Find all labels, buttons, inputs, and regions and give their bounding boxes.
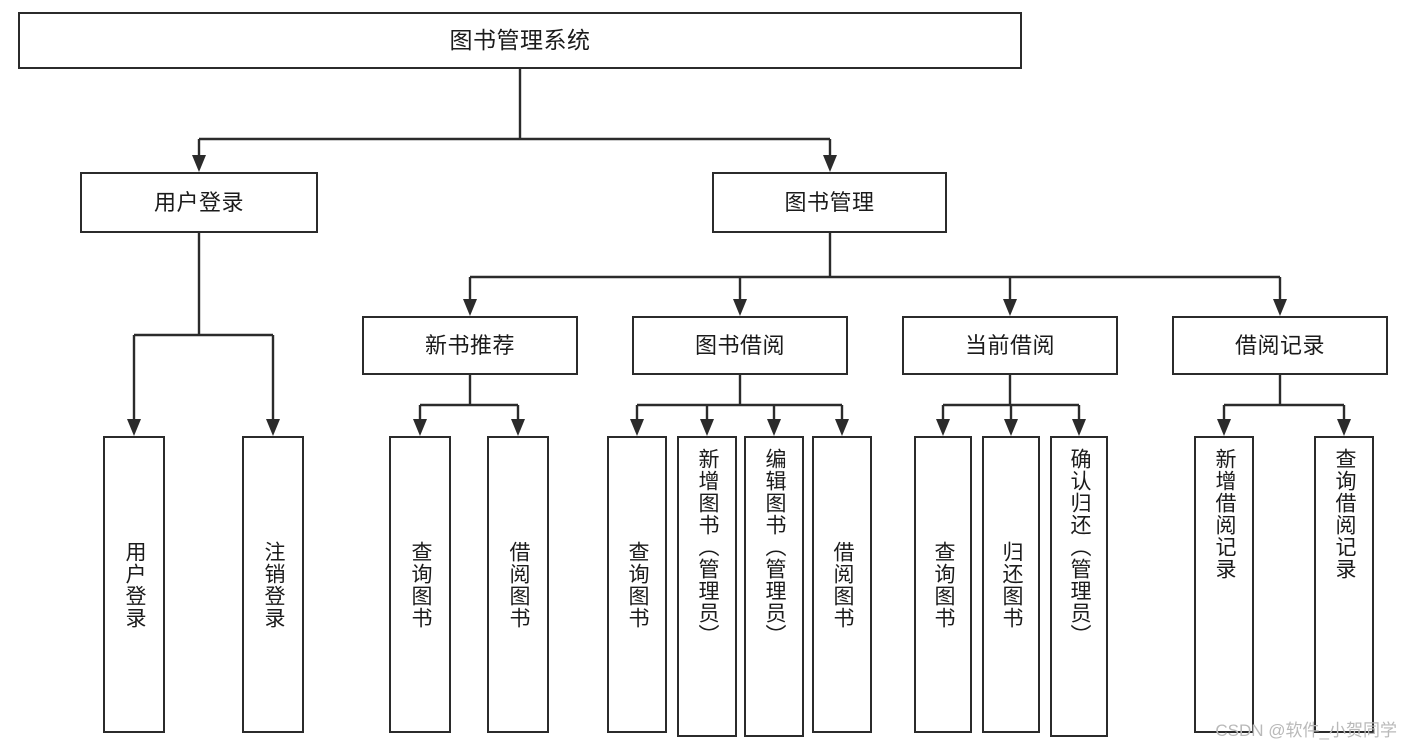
- level3-node-3[interactable]: 借阅记录: [1172, 316, 1388, 375]
- arrow-head-3: [266, 419, 280, 436]
- leaf-node-label: 用户登录: [123, 540, 147, 629]
- leaf-node-7[interactable]: 借阅图书: [812, 436, 872, 733]
- leaf-node-label: 借阅图书: [507, 540, 531, 629]
- arrow-head-12: [767, 419, 781, 436]
- leaf-node-label: 编辑图书（管理员）: [763, 448, 787, 646]
- leaf-node-label: 查询图书: [626, 540, 650, 629]
- arrow-head-14: [936, 419, 950, 436]
- leaf-node-label: 查询借阅记录: [1333, 448, 1357, 580]
- leaf-node-6[interactable]: 编辑图书（管理员）: [744, 436, 804, 737]
- level2-node-label: 图书管理: [784, 189, 875, 215]
- level3-node-label: 借阅记录: [1234, 332, 1325, 358]
- root-node-0[interactable]: 图书管理系统: [18, 12, 1022, 69]
- arrow-head-10: [630, 419, 644, 436]
- leaf-node-3[interactable]: 借阅图书: [487, 436, 549, 733]
- leaf-node-2[interactable]: 查询图书: [389, 436, 451, 733]
- watermark: CSDN @软件_小贺同学: [1215, 721, 1397, 740]
- arrow-head-7: [1273, 299, 1287, 316]
- leaf-node-label: 确认归还（管理员）: [1068, 448, 1092, 646]
- arrow-head-5: [733, 299, 747, 316]
- arrow-head-6: [1003, 299, 1017, 316]
- level2-node-label: 用户登录: [153, 189, 244, 215]
- leaf-node-label: 查询图书: [932, 540, 956, 629]
- level2-node-1[interactable]: 图书管理: [712, 172, 947, 233]
- arrow-head-2: [127, 419, 141, 436]
- connector-path-4: [635, 375, 844, 429]
- level3-node-label: 新书推荐: [424, 332, 515, 358]
- arrow-head-9: [511, 419, 525, 436]
- arrow-head-0: [192, 155, 206, 172]
- leaf-node-label: 查询图书: [409, 540, 433, 629]
- level3-node-label: 当前借阅: [964, 332, 1055, 358]
- leaf-node-12[interactable]: 查询借阅记录: [1314, 436, 1374, 733]
- level3-node-0[interactable]: 新书推荐: [362, 316, 578, 375]
- level3-node-label: 图书借阅: [694, 332, 785, 358]
- arrow-head-15: [1004, 419, 1018, 436]
- arrow-head-11: [700, 419, 714, 436]
- leaf-node-0[interactable]: 用户登录: [103, 436, 165, 733]
- arrow-head-1: [823, 155, 837, 172]
- arrow-head-8: [413, 419, 427, 436]
- arrow-head-4: [463, 299, 477, 316]
- arrow-head-16: [1072, 419, 1086, 436]
- leaf-node-9[interactable]: 归还图书: [982, 436, 1040, 733]
- level3-node-2[interactable]: 当前借阅: [902, 316, 1118, 375]
- leaf-node-4[interactable]: 查询图书: [607, 436, 667, 733]
- connector-path-1: [132, 233, 275, 429]
- level3-node-1[interactable]: 图书借阅: [632, 316, 848, 375]
- leaf-node-label: 注销登录: [262, 540, 286, 629]
- arrow-head-17: [1217, 419, 1231, 436]
- connector-path-5: [941, 375, 1081, 429]
- connector-path-3: [418, 375, 520, 429]
- arrow-head-13: [835, 419, 849, 436]
- connector-path-2: [468, 233, 1282, 309]
- connector-path-0: [197, 69, 832, 165]
- leaf-node-label: 新增借阅记录: [1213, 448, 1237, 580]
- leaf-node-label: 归还图书: [1000, 540, 1024, 629]
- root-node-label: 图书管理系统: [449, 26, 591, 53]
- arrow-head-18: [1337, 419, 1351, 436]
- leaf-node-label: 新增图书（管理员）: [696, 448, 720, 646]
- leaf-node-10[interactable]: 确认归还（管理员）: [1050, 436, 1108, 737]
- leaf-node-1[interactable]: 注销登录: [242, 436, 304, 733]
- leaf-node-label: 借阅图书: [831, 540, 855, 629]
- leaf-node-5[interactable]: 新增图书（管理员）: [677, 436, 737, 737]
- connector-path-6: [1222, 375, 1346, 429]
- leaf-node-8[interactable]: 查询图书: [914, 436, 972, 733]
- level2-node-0[interactable]: 用户登录: [80, 172, 318, 233]
- leaf-node-11[interactable]: 新增借阅记录: [1194, 436, 1254, 733]
